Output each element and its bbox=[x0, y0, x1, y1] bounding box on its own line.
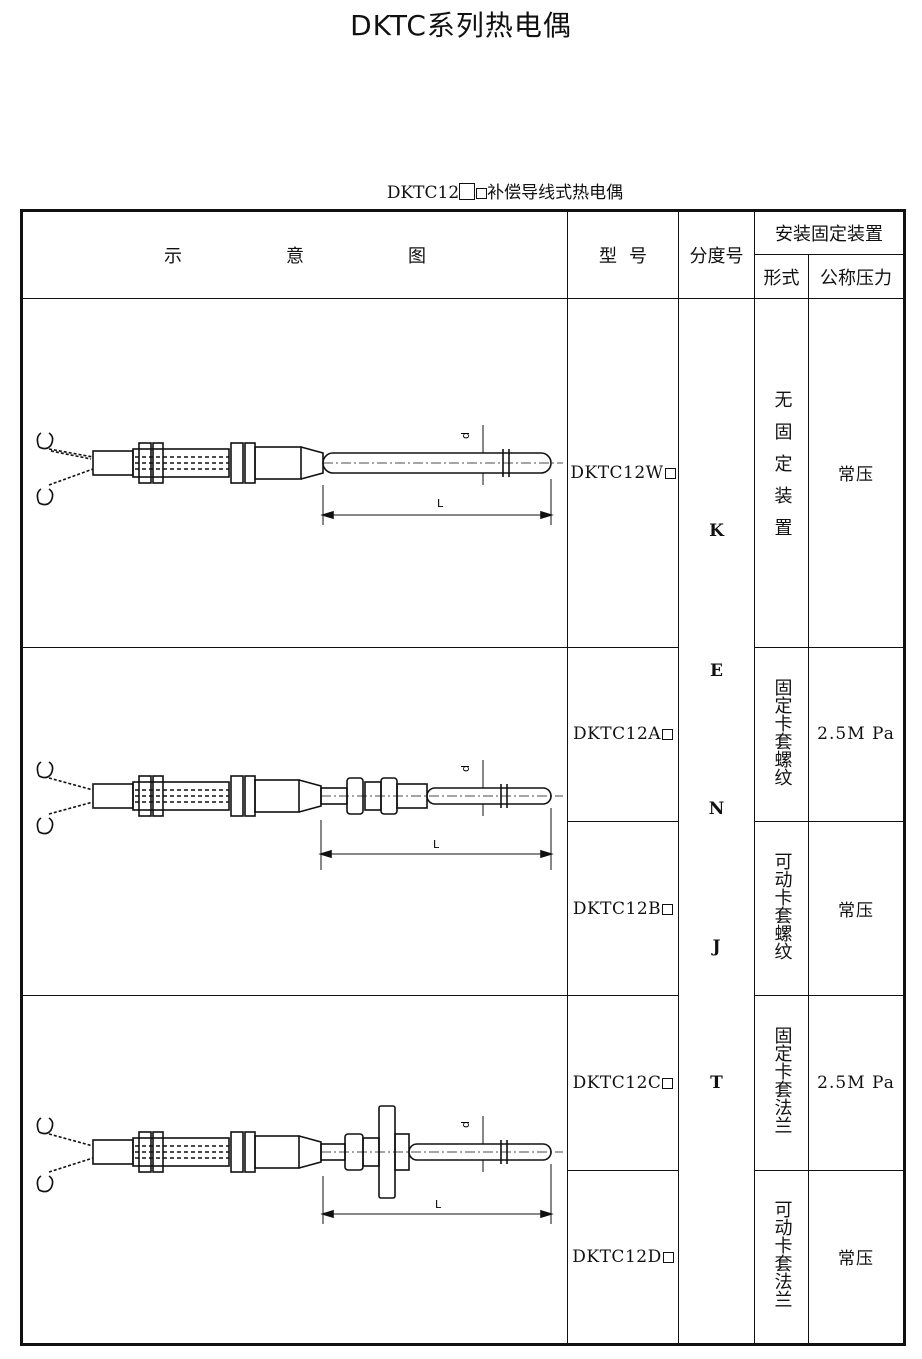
diagram-cell-ab: L d bbox=[20, 646, 568, 997]
caption-suffix: 补偿导线式热电偶 bbox=[487, 183, 624, 203]
form-cell: 无固定装置 bbox=[754, 298, 809, 648]
diameter-label: d bbox=[459, 432, 472, 439]
form-cell: 可动卡套法兰 bbox=[754, 1169, 809, 1347]
grade-n: N bbox=[708, 799, 725, 820]
placeholder-box-icon bbox=[662, 729, 674, 741]
length-label: L bbox=[435, 1198, 442, 1211]
placeholder-box-icon bbox=[459, 183, 476, 200]
thermocouple-diagram-w: L d bbox=[36, 425, 563, 526]
length-label: L bbox=[433, 838, 440, 851]
grade-j: J bbox=[712, 937, 721, 958]
thermocouple-diagram-cd: L d bbox=[36, 1105, 563, 1225]
form-cell: 可动卡套螺纹 bbox=[754, 821, 809, 997]
grade-t: T bbox=[710, 1073, 723, 1094]
pressure-cell: 常压 bbox=[808, 1169, 906, 1347]
grade-k: K bbox=[709, 521, 724, 542]
thermocouple-diagram-ab: L d bbox=[36, 759, 563, 870]
page-title: DKTC系列热电偶 bbox=[350, 9, 572, 42]
pressure-cell: 2.5M Pa bbox=[808, 646, 906, 823]
placeholder-box-icon bbox=[476, 188, 488, 199]
header-mount: 安装固定装置 bbox=[754, 208, 906, 256]
model-cell: DKTC12B bbox=[567, 821, 679, 997]
model-cell: DKTC12A bbox=[567, 646, 679, 823]
pressure-cell: 常压 bbox=[808, 298, 906, 648]
header-mount-form: 形式 bbox=[754, 254, 809, 300]
placeholder-box-icon bbox=[662, 903, 674, 915]
diagram-cell-cd: L d bbox=[20, 995, 568, 1346]
length-label: L bbox=[437, 497, 444, 510]
header-grade: 分度号 bbox=[678, 208, 755, 300]
header-mount-pressure: 公称压力 bbox=[808, 254, 906, 300]
thermocouple-spec-table: 示意图 型号 分度号 安装固定装置 形式 公称压力 bbox=[20, 208, 906, 1347]
diagram-cell-w: L d bbox=[20, 298, 568, 648]
placeholder-box-icon bbox=[662, 1077, 674, 1089]
header-diagram: 示意图 bbox=[20, 208, 568, 300]
placeholder-box-icon bbox=[662, 1251, 674, 1263]
diameter-label: d bbox=[459, 1121, 472, 1128]
placeholder-box-icon bbox=[664, 467, 676, 479]
grade-column: K E N J T bbox=[678, 298, 755, 1346]
form-cell: 固定卡套螺纹 bbox=[754, 646, 809, 823]
model-cell: DKTC12C bbox=[567, 995, 679, 1171]
table-caption: DKTC12 补偿导线式热电偶 bbox=[0, 178, 922, 203]
model-cell: DKTC12D bbox=[567, 1169, 679, 1347]
pressure-cell: 2.5M Pa bbox=[808, 995, 906, 1171]
pressure-cell: 常压 bbox=[808, 821, 906, 997]
grade-e: E bbox=[710, 661, 723, 682]
form-cell: 固定卡套法兰 bbox=[754, 995, 809, 1171]
model-cell: DKTC12W bbox=[567, 298, 679, 648]
caption-prefix: DKTC12 bbox=[386, 183, 460, 203]
diameter-label: d bbox=[459, 765, 472, 772]
header-model: 型号 bbox=[567, 208, 679, 300]
